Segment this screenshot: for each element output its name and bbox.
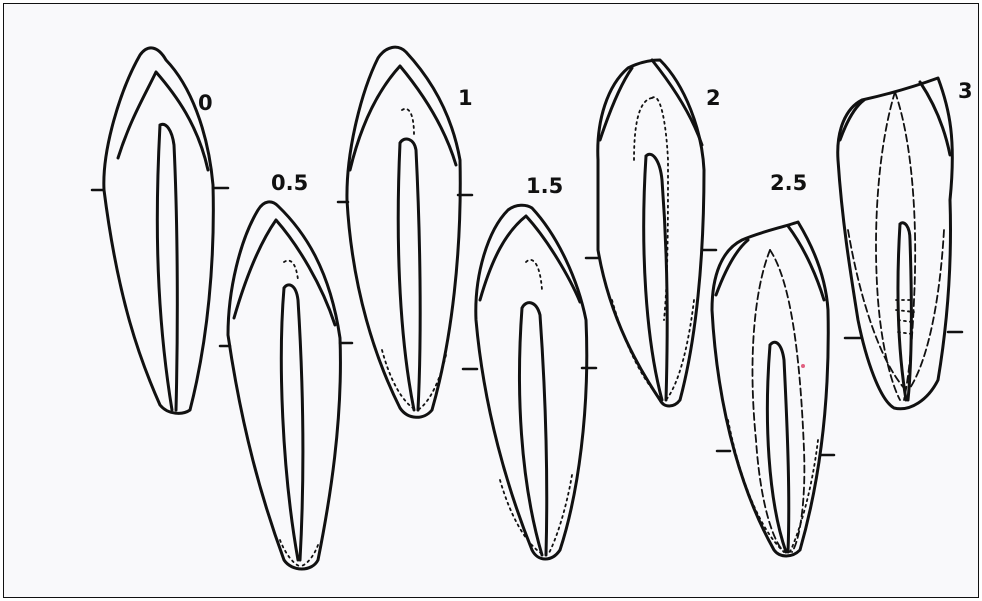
ink-speck [801, 364, 805, 368]
tooth-stage-0: 0 [92, 48, 228, 413]
tooth-stage-3: 3 [838, 78, 973, 409]
stage-label-2: 2 [706, 86, 721, 110]
tooth-stage-1: 1 [338, 47, 473, 417]
stage-label-3: 3 [958, 79, 973, 103]
tooth-stage-2: 2 [586, 60, 721, 406]
tooth-stage-1.5: 1.5 [463, 174, 596, 559]
stage-label-0: 0 [198, 91, 213, 115]
stage-label-2.5: 2.5 [770, 171, 807, 195]
tooth-stage-2.5: 2.5 [712, 171, 834, 556]
stage-label-1: 1 [458, 86, 473, 110]
stage-label-1.5: 1.5 [526, 174, 563, 198]
tooth-stage-0.5: 0.5 [220, 171, 352, 569]
stage-label-0.5: 0.5 [271, 171, 308, 195]
